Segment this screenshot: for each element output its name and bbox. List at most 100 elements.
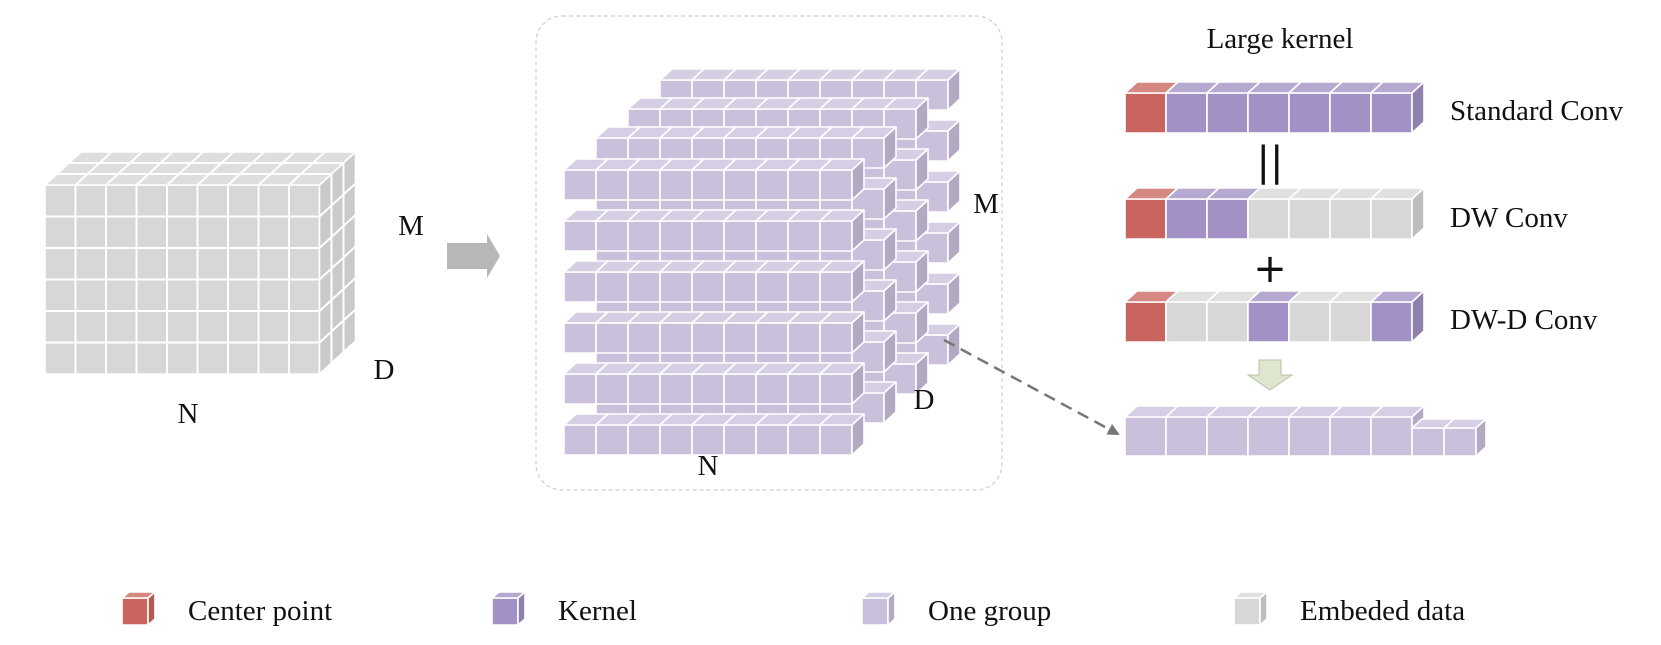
- cube-front-face: [595, 271, 629, 303]
- cube-front-face: [1124, 301, 1167, 343]
- cube-front-face: [659, 424, 693, 456]
- legend-cube-embeded-data: [1233, 591, 1268, 626]
- cube-front-face: [563, 271, 597, 303]
- output-cube-small: [1443, 418, 1487, 457]
- cube-front-face: [1165, 198, 1208, 240]
- cube-front-face: [1288, 301, 1331, 343]
- cube-front-face: [787, 169, 821, 201]
- legend-label-embeded-data: Embeded data: [1300, 595, 1465, 627]
- cube-front-face: [819, 322, 853, 354]
- legend-label-kernel: Kernel: [558, 595, 637, 627]
- cube-front-face: [819, 220, 853, 252]
- cube-front-face: [1329, 92, 1372, 134]
- kernel-cell-kernel: [1370, 290, 1425, 343]
- group-cube: [819, 362, 865, 405]
- group-cube: [883, 352, 929, 395]
- cube-front-face: [755, 322, 789, 354]
- cube-side-face: [915, 301, 929, 344]
- cube-front-face: [1165, 416, 1208, 457]
- legend-cube-center-point: [121, 591, 156, 626]
- legend-label-center-point: Center point: [188, 595, 332, 627]
- cube-side-face: [851, 311, 865, 354]
- cube-front-face: [659, 373, 693, 405]
- group-cube: [819, 209, 865, 252]
- cube-front-face: [595, 322, 629, 354]
- dw-conv-kernel: [1124, 187, 1425, 240]
- cube-front-face: [627, 424, 661, 456]
- cube-front-face: [787, 373, 821, 405]
- standard-conv-label: Standard Conv: [1450, 95, 1624, 127]
- legend-label-one-group: One group: [928, 595, 1051, 627]
- cube-side-face: [883, 228, 897, 271]
- cube-front-face: [691, 220, 725, 252]
- cube-side-face: [947, 170, 961, 213]
- cube-side-face: [851, 260, 865, 303]
- cube-front-face: [755, 373, 789, 405]
- cube-front-face: [627, 169, 661, 201]
- cube-front-face: [563, 424, 597, 456]
- cube-front-face: [723, 373, 757, 405]
- cube-front-face: [723, 271, 757, 303]
- cube-front-face: [1288, 92, 1331, 134]
- grouped-tensor-rows: [563, 68, 961, 456]
- plus-symbol: +: [1253, 246, 1287, 292]
- tensor-grid-line: [105, 151, 143, 186]
- cube-front-face: [819, 373, 853, 405]
- tensor-grid-line: [318, 245, 357, 281]
- cube-front-face: [1206, 198, 1249, 240]
- cube-side-face: [147, 591, 156, 626]
- cube-side-face: [947, 272, 961, 315]
- cube-front-face: [1124, 198, 1167, 240]
- legend-swatch-kernel: [491, 591, 526, 626]
- group-cube: [819, 158, 865, 201]
- tensor-d-label: D: [374, 354, 395, 386]
- cube-front-face: [861, 597, 889, 626]
- cube-front-face: [1329, 198, 1372, 240]
- cube-side-face: [947, 68, 961, 111]
- cube-front-face: [723, 322, 757, 354]
- group-cube: [819, 311, 865, 354]
- down-arrow-icon: [1246, 359, 1294, 391]
- cube-front-face: [563, 322, 597, 354]
- tensor-grid-line: [318, 277, 357, 312]
- cube-front-face: [627, 271, 661, 303]
- cube-front-face: [659, 169, 693, 201]
- cube-front-face: [1329, 301, 1372, 343]
- tensor-n-label: N: [178, 398, 199, 430]
- cube-side-face: [883, 126, 897, 169]
- cube-front-face: [691, 169, 725, 201]
- cube-front-face: [691, 271, 725, 303]
- cube-front-face: [627, 373, 661, 405]
- cube-front-face: [595, 169, 629, 201]
- cube-front-face: [659, 322, 693, 354]
- cube-side-face: [915, 352, 929, 395]
- tensor-grid-line: [318, 182, 357, 218]
- output-group-row: [1124, 405, 1487, 457]
- tensor-grid-line: [74, 151, 113, 186]
- cube-front-face: [595, 373, 629, 405]
- cube-front-face: [755, 169, 789, 201]
- group-cube: [819, 413, 865, 456]
- cube-front-face: [787, 271, 821, 303]
- grouped-m-label: M: [973, 188, 999, 220]
- cube-front-face: [1206, 301, 1249, 343]
- cube-front-face: [595, 424, 629, 456]
- right-arrow-icon: [447, 234, 500, 278]
- tensor-grid-line: [257, 151, 296, 186]
- cube-front-face: [1206, 92, 1249, 134]
- cube-front-face: [1370, 92, 1413, 134]
- cube-front-face: [1124, 416, 1167, 457]
- cube-side-face: [1411, 187, 1425, 240]
- kernel-cell-kernel: [1370, 81, 1425, 134]
- cube-front-face: [755, 271, 789, 303]
- cube-front-face: [1206, 416, 1249, 457]
- group-cube: [851, 126, 897, 169]
- cube-front-face: [563, 220, 597, 252]
- cube-front-face: [563, 169, 597, 201]
- tensor-grid-line: [318, 214, 357, 249]
- cube-front-face: [819, 271, 853, 303]
- cube-front-face: [1247, 198, 1290, 240]
- cube-side-face: [915, 148, 929, 191]
- dw-d-conv-label: DW-D Conv: [1450, 304, 1598, 336]
- cube-front-face: [755, 424, 789, 456]
